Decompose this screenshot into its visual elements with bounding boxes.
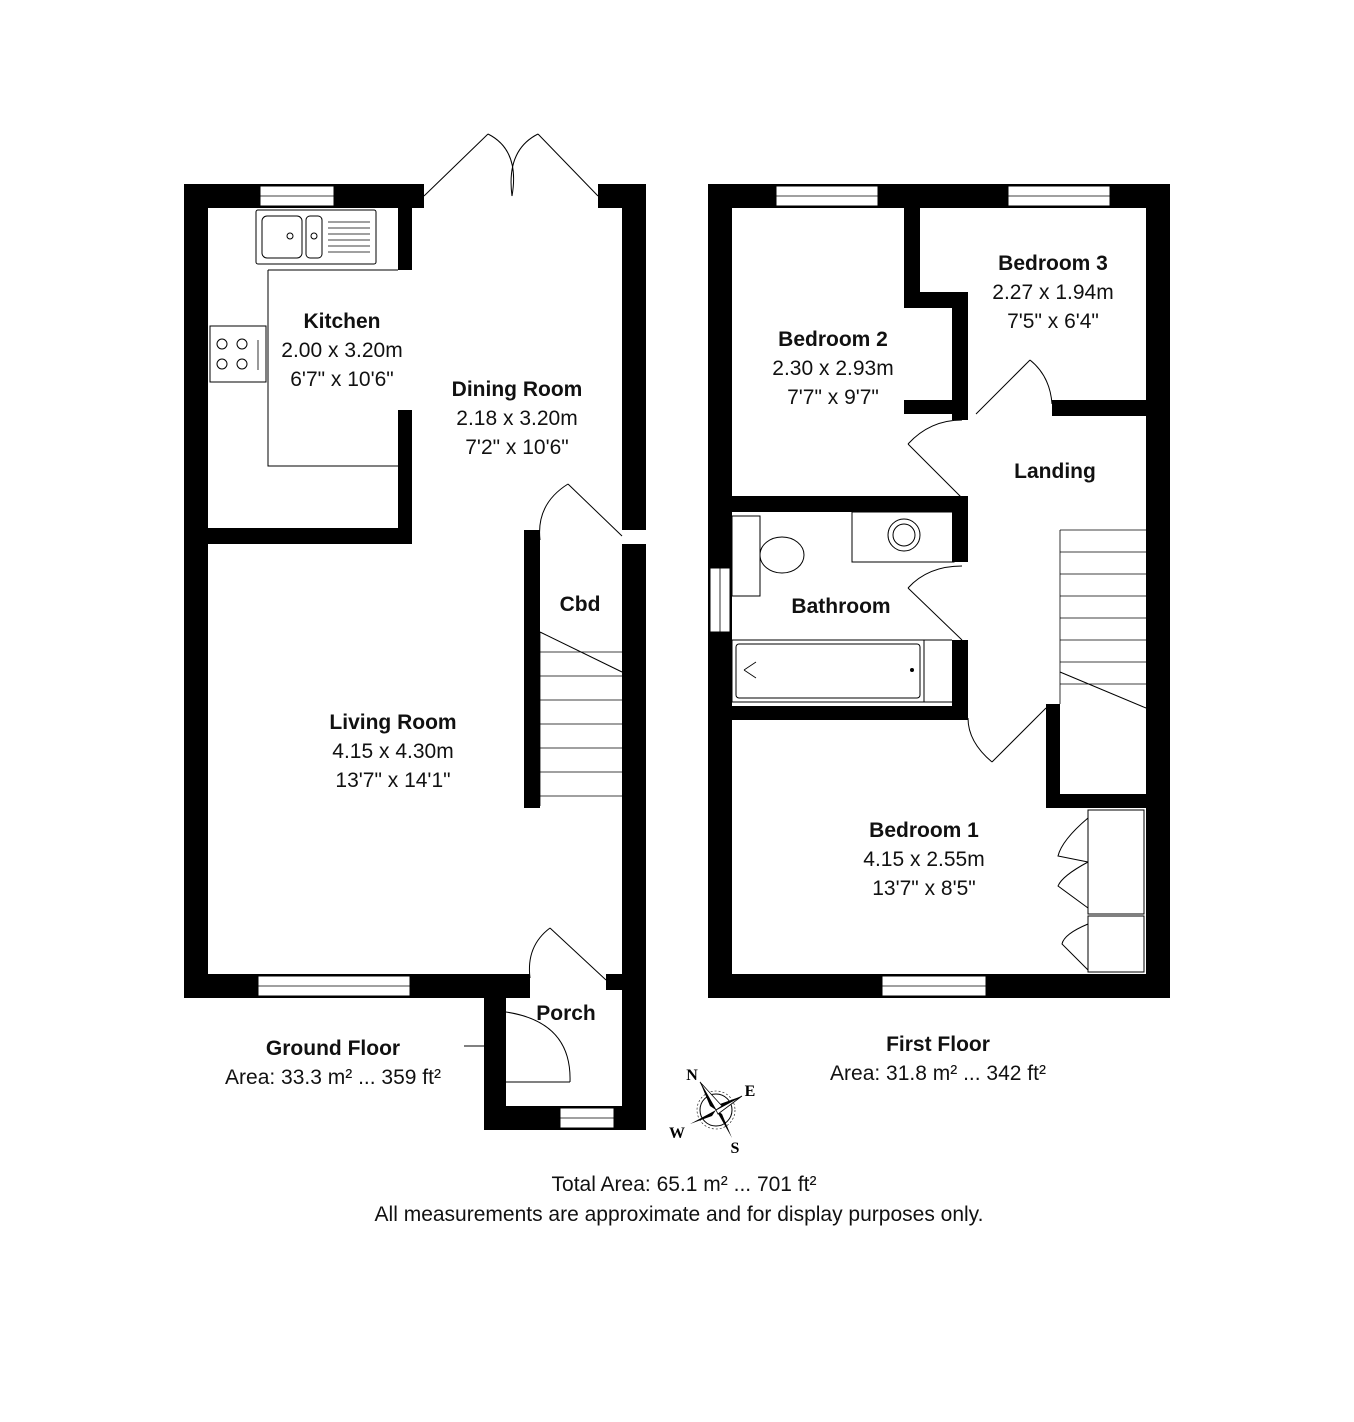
dining-metric: 2.18 x 3.20m [456, 407, 577, 430]
first-floor-windows [709, 185, 1111, 997]
bedroom1-name: Bedroom 1 [869, 819, 979, 842]
cbd-name: Cbd [560, 593, 601, 616]
compass-s: S [731, 1140, 740, 1157]
bedroom3-name: Bedroom 3 [998, 252, 1108, 275]
bedroom2-name: Bedroom 2 [778, 328, 888, 351]
dining-imperial: 7'2" x 10'6" [465, 436, 569, 459]
room-label-living: Living Room 4.15 x 4.30m 13'7" x 14'1" [329, 711, 456, 792]
bathroom-name: Bathroom [791, 595, 890, 618]
living-imperial: 13'7" x 14'1" [335, 769, 450, 792]
living-name: Living Room [329, 711, 456, 734]
first-floor-area: Area: 31.8 m² ... 342 ft² [830, 1062, 1046, 1085]
compass-icon: N E S W [669, 1067, 755, 1157]
first-floor-caption: First Floor Area: 31.8 m² ... 342 ft² [830, 1033, 1046, 1085]
french-doors [423, 133, 599, 197]
kitchen-metric: 2.00 x 3.20m [281, 339, 402, 362]
kitchen-imperial: 6'7" x 10'6" [290, 368, 394, 391]
bedroom3-imperial: 7'5" x 6'4" [1007, 310, 1099, 333]
ground-floor-windows [257, 185, 615, 1129]
first-floor-name: First Floor [886, 1033, 990, 1056]
porch-doors [464, 927, 607, 1083]
ground-floor-walls [184, 184, 646, 1130]
bedroom1-metric: 4.15 x 2.55m [863, 848, 984, 871]
room-label-bedroom1: Bedroom 1 4.15 x 2.55m 13'7" x 8'5" [863, 819, 984, 900]
landing-name: Landing [1014, 460, 1096, 483]
first-floor-doors [907, 359, 1053, 763]
room-label-kitchen: Kitchen 2.00 x 3.20m 6'7" x 10'6" [281, 310, 402, 391]
total-area: Total Area: 65.1 m² ... 701 ft² [552, 1173, 817, 1196]
wardrobes [1057, 809, 1145, 973]
first-floor-walls [708, 184, 1170, 998]
bedroom3-metric: 2.27 x 1.94m [992, 281, 1113, 304]
disclaimer: All measurements are approximate and for… [375, 1203, 984, 1226]
ground-floor-area: Area: 33.3 m² ... 359 ft² [225, 1066, 441, 1089]
ground-floor-caption: Ground Floor Area: 33.3 m² ... 359 ft² [225, 1037, 441, 1089]
kitchen-fittings [209, 209, 398, 467]
porch-name: Porch [536, 1002, 596, 1025]
bedroom2-imperial: 7'7" x 9'7" [787, 386, 879, 409]
dining-name: Dining Room [452, 378, 583, 401]
compass-n: N [686, 1067, 698, 1084]
ground-floor-name: Ground Floor [266, 1037, 400, 1060]
bedroom1-imperial: 13'7" x 8'5" [872, 877, 976, 900]
room-label-bedroom3: Bedroom 3 2.27 x 1.94m 7'5" x 6'4" [992, 252, 1113, 333]
bedroom2-metric: 2.30 x 2.93m [772, 357, 893, 380]
living-metric: 4.15 x 4.30m [332, 740, 453, 763]
ground-stairs [539, 483, 623, 806]
first-floor-stairs [1059, 529, 1147, 709]
bathroom-fittings [731, 511, 955, 703]
compass-w: W [669, 1125, 685, 1142]
kitchen-name: Kitchen [303, 310, 380, 333]
room-label-dining: Dining Room 2.18 x 3.20m 7'2" x 10'6" [452, 378, 583, 459]
room-label-bedroom2: Bedroom 2 2.30 x 2.93m 7'7" x 9'7" [772, 328, 893, 409]
compass-e: E [745, 1083, 756, 1100]
